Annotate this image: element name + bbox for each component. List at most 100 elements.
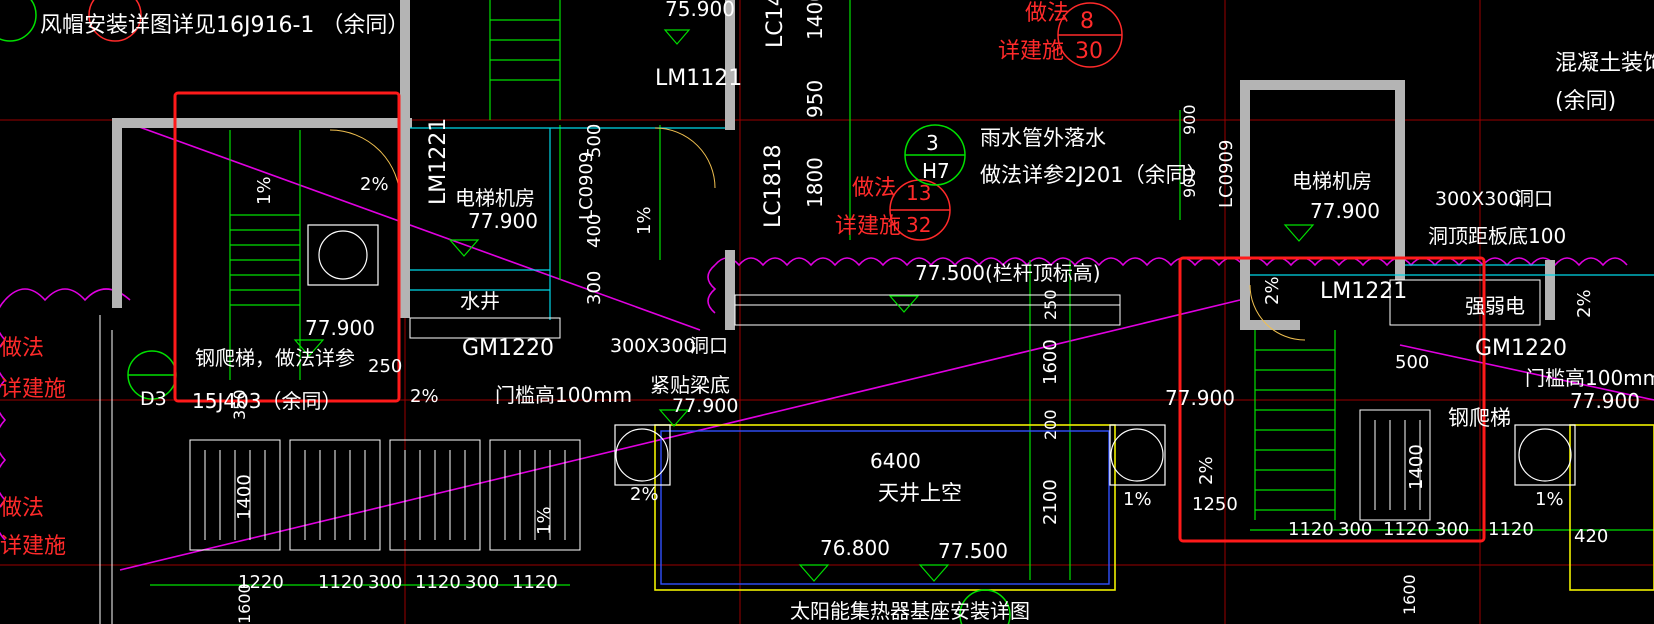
dim-1120-a: 1120 [318,572,364,593]
dim-1120-e: 1120 [1383,519,1429,540]
dim-200: 200 [1041,409,1060,440]
dim-300-v: 300 [584,271,605,305]
xjs-left1: 详建施 [0,377,66,402]
rain-ref: 做法详参2J201（余同） [980,163,1208,187]
dim-350: 350 [230,389,249,420]
ladder-note: 钢爬梯，做法详参 [195,346,355,370]
dim-1600-left: 1600 [235,583,254,624]
c8: 8 [1080,9,1094,34]
dim-420: 420 [1574,526,1608,547]
pct-2-c: 2% [630,484,659,505]
pct-1-b: 1% [634,206,655,235]
hole-top: 洞顶距板底100 [1428,224,1566,248]
dim-1220: 1220 [238,572,284,593]
elev-779-r: 77.900 [1570,389,1640,413]
xjs-left2: 详建施 [0,534,66,559]
hole-left-size: 300X300 [610,335,696,357]
dim-1120-c: 1120 [512,572,558,593]
xjs-mid: 详建施 [835,214,901,239]
ladder-right: 钢爬梯 [1448,406,1511,430]
elev-7590: 75.900 [665,0,735,21]
h7: H7 [922,159,950,183]
dim-1400-left: 1400 [234,474,255,520]
c30: 30 [1075,39,1103,64]
lc-top: LC14 [763,0,788,48]
skylight: 天井上空 [878,481,962,505]
interior-lines [410,127,1654,320]
hole-left: 洞口 [690,335,728,357]
dim-300-c: 300 [1338,519,1372,540]
lc-left: LC0909 [576,152,597,220]
dim-1400-r: 1400 [1406,444,1427,490]
pct-1-a: 1% [254,176,275,205]
walls [112,0,1555,330]
threshold-right: 门槛高100mm [1525,366,1654,390]
elevation-markers [293,29,1315,582]
ladder-ref: 15J403（余同） [192,389,342,413]
concrete: 混凝土装饰构 [1555,51,1654,76]
rain-title: 雨水管外落水 [980,126,1106,150]
zf-top: 做法 [1025,1,1069,26]
beam: 紧贴梁底 [650,373,730,397]
parapet-elev: 77.500 [915,261,985,285]
gm-right: GM1220 [1475,336,1567,361]
dim-950: 950 [803,80,827,118]
c13: 13 [906,181,931,205]
solar: 太阳能集热器基座安装详图 [790,599,1030,623]
dim-300-a: 300 [368,572,402,593]
pct-2-e: 2% [1262,276,1283,305]
dim-250-v: 250 [1041,289,1060,320]
xjs-top: 详建施 [998,39,1064,64]
hole-right-size: 300X300 [1435,188,1521,210]
elev-768: 76.800 [820,536,890,560]
dim-1600-r: 1600 [1400,574,1419,615]
beam-elev: 77.900 [672,395,738,417]
dim-1250: 1250 [1192,494,1238,515]
dim-1120-b: 1120 [415,572,461,593]
lm-left: LM1121 [655,66,742,91]
elev-779-mid: 77.900 [1165,386,1235,410]
dim-400: 400 [584,214,605,248]
pct-1-c: 1% [534,506,555,535]
parapet-note: (栏杆顶标高) [985,261,1101,285]
elev-775: 77.500 [938,539,1008,563]
white-lines [99,127,1541,624]
room-right-elev: 77.900 [1310,199,1380,223]
dim-1400-top: 1400 [803,0,827,40]
dim-6400: 6400 [870,449,921,473]
threshold-left: 门槛高100mm [495,383,632,407]
dim-250: 250 [368,356,402,377]
pct-2-b: 2% [410,386,439,407]
lc-right: LC0909 [1216,140,1237,208]
strong: 强弱电 [1465,294,1525,318]
pct-1-d: 1% [1123,489,1152,510]
dim-1800: 1800 [803,157,827,208]
elev-779-left: 77.900 [305,316,375,340]
dim-1600-mid: 1600 [1040,339,1061,385]
solar-hatch [204,420,1421,540]
highlight-box-left [173,91,401,403]
pct-2-f: 2% [1574,289,1595,318]
highlight-box-right [1178,256,1486,543]
circle3: 3 [926,131,939,155]
yutong-right: (余同) [1555,89,1616,114]
dim-2100: 2100 [1040,479,1061,525]
dim-1120-f: 1120 [1488,519,1534,540]
zf-left2: 做法 [0,496,44,521]
highlight-boxes [173,91,1486,543]
dim-300-b: 300 [465,572,499,593]
room-left-elev: 77.900 [468,209,538,233]
dim-900-b: 900 [1180,167,1199,198]
dim-500-r: 500 [1395,352,1429,373]
skylight-frame [654,424,1654,591]
pct-2-d: 2% [1196,456,1217,485]
stairs-and-structure [150,0,1654,586]
lm-right: LM1221 [1320,279,1407,304]
hood-note: 风帽安装详图详见16J916-1 （余同） [40,13,409,38]
dim-500: 500 [584,124,605,158]
hole-right: 洞口 [1515,188,1553,210]
zf-mid: 做法 [852,176,896,201]
water-well: 水井 [460,289,500,313]
